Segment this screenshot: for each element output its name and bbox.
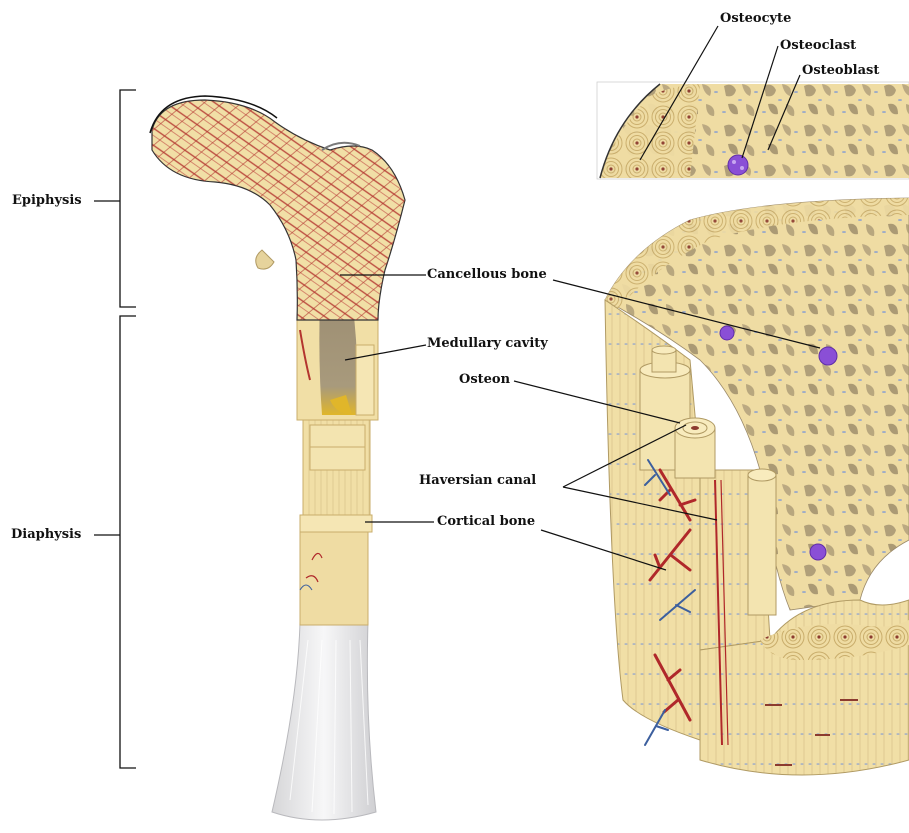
bone-tissue-cutaway [605,198,909,775]
osteoclast-cell [819,347,837,365]
osteoclast-cell-top [728,155,748,175]
label-cancellous-bone: Cancellous bone [427,267,547,283]
periosteum-detail-panel [597,82,909,179]
label-medullary-cavity: Medullary cavity [427,336,548,352]
label-epiphysis: Epiphysis [12,193,82,209]
label-haversian-canal: Haversian canal [419,473,536,489]
label-diaphysis: Diaphysis [11,527,81,543]
epiphysis-bracket [94,90,136,307]
diaphysis-bracket [94,316,136,768]
label-osteoclast: Osteoclast [780,38,856,54]
femur-illustration [150,96,405,820]
label-osteoblast: Osteoblast [802,63,879,79]
label-osteocyte: Osteocyte [720,11,791,27]
label-cortical-bone: Cortical bone [437,514,535,530]
label-osteon: Osteon [459,372,510,388]
